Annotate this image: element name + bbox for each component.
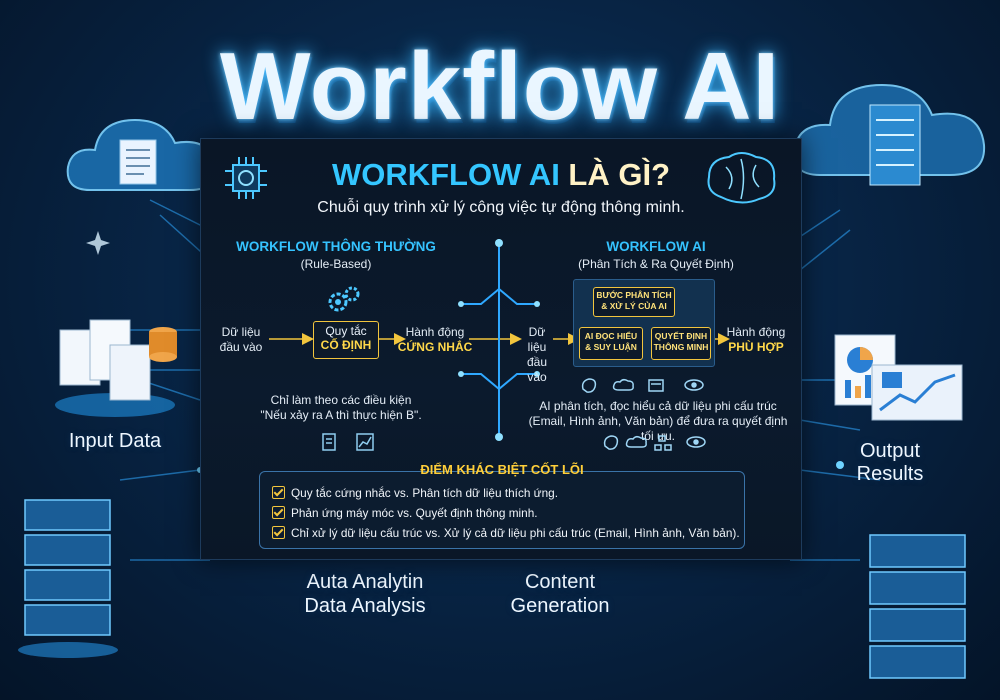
difference-text: Phản ứng máy móc vs. Quyết định thông mi… — [291, 506, 538, 520]
decision-step-line1: QUYẾT ĐỊNH — [654, 331, 708, 341]
document-stack-icon — [55, 319, 177, 417]
ai-note-line2: (Email, Hình ảnh, Văn bản) để đưa ra quy… — [528, 414, 788, 443]
reasoning-step-line1: AI ĐỌC HIỂU — [584, 331, 638, 341]
traditional-output-line2: CỨNG NHẮC — [397, 340, 473, 354]
flow-arrows — [269, 239, 730, 441]
panel-title-rest: LÀ GÌ? — [559, 157, 671, 192]
difference-row: Quy tắc cứng nhắc vs. Phân tích dữ liệu … — [272, 486, 558, 500]
cloud-server-icon — [793, 83, 986, 186]
ai-note: AI phân tích, đọc hiểu cả dữ liệu phi cấ… — [523, 399, 793, 444]
content-line2: Generation — [510, 595, 610, 617]
flow-mini-icons — [322, 433, 374, 451]
traditional-input-line2: đầu vào — [219, 340, 263, 354]
analysis-step-line2: & XỬ LÝ CỦA AI — [601, 300, 667, 311]
traditional-input: Dữ liệu đầu vào — [215, 325, 267, 355]
analysis-step-box: BƯỚC PHÂN TÍCH & XỬ LÝ CỦA AI — [593, 287, 675, 317]
ai-input-line1: Dữ liệu — [527, 325, 547, 354]
traditional-output: Hành động CỨNG NHẮC — [393, 325, 477, 355]
reasoning-step-line2: & SUY LUẬN — [585, 341, 637, 352]
analysis-step-line1: BƯỚC PHÂN TÍCH — [596, 290, 672, 300]
differences-box: ĐIỂM KHÁC BIỆT CỐT LÕI Quy tắc cứng nhắc… — [259, 462, 745, 549]
ai-note-line1: AI phân tích, đọc hiểu cả dữ liệu phi cấ… — [539, 399, 777, 413]
gears-icon — [328, 286, 360, 312]
panel-title: WORKFLOW AI LÀ GÌ? — [201, 157, 801, 193]
data-analysis-label: Auta Analytin Data Analysis — [270, 570, 460, 618]
ai-output: Hành động PHÙ HỢP — [723, 325, 789, 355]
traditional-subheading: (Rule-Based) — [300, 257, 372, 271]
ai-input: Dữ liệu đầu vào — [519, 325, 555, 385]
chart-icon — [834, 334, 963, 421]
output-line1: Output — [859, 440, 921, 462]
ai-output-line1: Hành động — [726, 325, 786, 339]
cloud-icon — [66, 118, 217, 191]
analysis-line1: Auta Analytin — [306, 571, 424, 593]
traditional-note-line1: Chỉ làm theo các điều kiện — [270, 393, 412, 407]
server-icon — [869, 534, 966, 679]
reasoning-step-box: AI ĐỌC HIỂU & SUY LUẬN — [579, 327, 643, 360]
ai-subheading: (Phân Tích & Ra Quyết Định) — [578, 257, 734, 271]
traditional-input-line1: Dữ liệu — [221, 325, 261, 339]
rule-box-line1: Quy tắc — [325, 324, 367, 338]
server-icon — [18, 499, 118, 658]
checkbox-icon — [272, 486, 285, 499]
rule-box-line2: CỐ ĐỊNH — [320, 338, 372, 353]
chip-icon — [225, 157, 267, 199]
panel-subtitle: Chuỗi quy trình xử lý công việc tự động … — [317, 199, 685, 216]
info-panel: WORKFLOW AI LÀ GÌ? Chuỗi quy trình xử lý… — [200, 138, 802, 560]
difference-row: Phản ứng máy móc vs. Quyết định thông mi… — [272, 506, 538, 520]
data-type-icons — [581, 378, 704, 393]
ai-heading: WORKFLOW AI — [606, 239, 706, 254]
rule-box: Quy tắc CỐ ĐỊNH — [313, 321, 379, 359]
traditional-note: Chỉ làm theo các điều kiện "Nếu xảy ra A… — [231, 393, 451, 423]
ai-output-line2: PHÙ HỢP — [728, 340, 784, 354]
checkbox-icon — [272, 506, 285, 519]
brain-icon — [707, 152, 776, 204]
output-results-label: Output Results — [830, 440, 950, 486]
difference-row: Chỉ xử lý dữ liệu cấu trúc vs. Xử lý cả … — [272, 526, 740, 540]
traditional-heading: WORKFLOW THÔNG THƯỜNG — [236, 239, 436, 254]
ai-input-line2: đầu vào — [526, 355, 548, 384]
analysis-line2: Data Analysis — [304, 595, 426, 617]
decision-step-line2: THÔNG MINH — [653, 341, 709, 352]
content-line1: Content — [524, 571, 596, 593]
output-line2: Results — [856, 463, 924, 485]
differences-title: ĐIỂM KHÁC BIỆT CỐT LÕI — [420, 462, 584, 477]
ai-mini-icons — [603, 435, 706, 451]
traditional-output-line1: Hành động — [405, 325, 465, 339]
content-generation-label: Content Generation — [480, 570, 640, 618]
panel-title-accent: WORKFLOW AI — [331, 157, 560, 192]
difference-text: Chỉ xử lý dữ liệu cấu trúc vs. Xử lý cả … — [291, 526, 740, 540]
difference-text: Quy tắc cứng nhắc vs. Phân tích dữ liệu … — [291, 486, 558, 500]
decision-step-box: QUYẾT ĐỊNH THÔNG MINH — [651, 327, 711, 360]
input-data-label: Input Data — [68, 430, 162, 452]
traditional-note-line2: "Nếu xảy ra A thì thực hiện B". — [260, 408, 422, 422]
checkbox-icon — [272, 526, 285, 539]
main-title: Workflow AI — [219, 33, 781, 140]
